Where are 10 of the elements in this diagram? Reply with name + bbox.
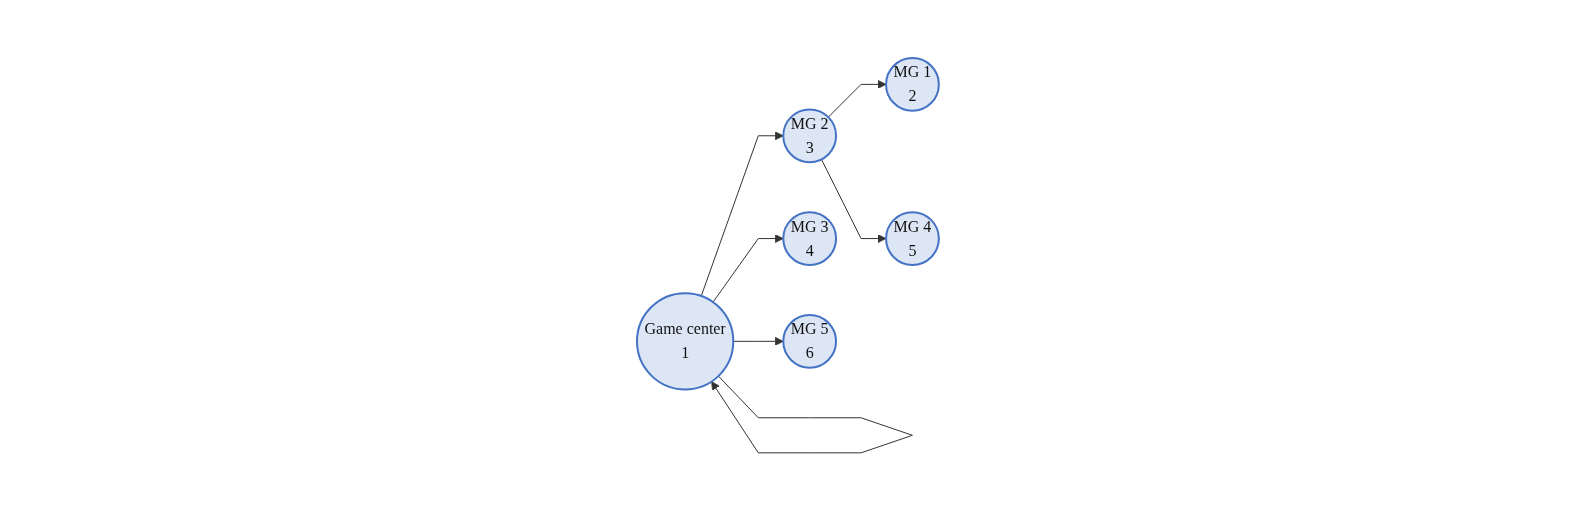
node-circle: MG 5 6: [781, 313, 837, 369]
node-circle: MG 1 2: [884, 56, 940, 112]
arrow: [700, 130, 784, 297]
arrow: [732, 336, 784, 346]
arrow: [712, 233, 784, 303]
node-circle: Game center 1: [635, 291, 734, 391]
node-circle: MG 4 5: [884, 210, 940, 266]
arrow: [710, 375, 913, 453]
node-circle: MG 2 3: [781, 107, 837, 163]
node-circle: MG 3 4: [781, 210, 837, 266]
